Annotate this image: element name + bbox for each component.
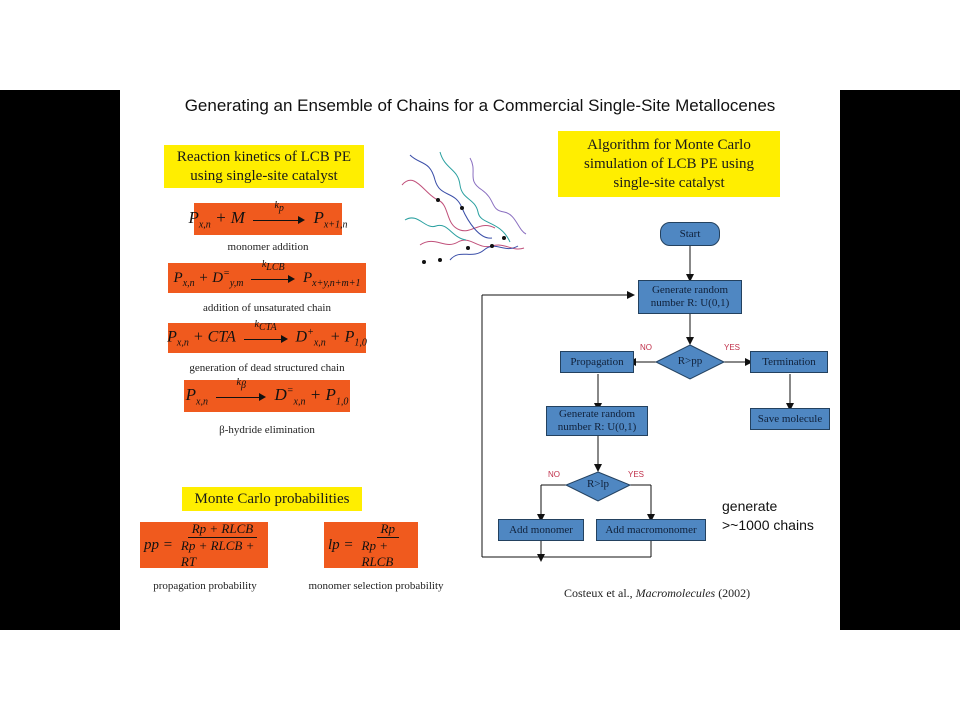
reaction-arrow: kCTA <box>243 319 288 345</box>
label-yes-2: YES <box>628 470 645 479</box>
flowchart-connectors <box>481 246 794 562</box>
flow-decision-pp-label: R>pp <box>677 355 703 367</box>
equation-monomer-addition: Px,n + M kp Px+1,n <box>188 200 348 235</box>
chain-count-note: generate >~1000 chains <box>722 498 814 533</box>
flow-save-molecule: Save molecule <box>750 408 830 430</box>
flow-generate-random-1: Generate random number R: U(0,1) <box>638 280 742 314</box>
kinetics-header: Reaction kinetics of LCB PE using single… <box>164 145 364 188</box>
caption-monomer-addition: monomer addition <box>227 241 309 253</box>
equation-dead-chain: Px,n + CTA kCTA D+x,n + P1,0 <box>167 319 367 353</box>
reaction-arrow: kp <box>253 200 306 226</box>
flow-add-monomer: Add monomer <box>498 519 584 541</box>
flow-generate-random-2: Generate random number R: U(0,1) <box>546 406 648 436</box>
polymer-chains-illustration <box>401 151 527 264</box>
slide: Generating an Ensemble of Chains for a C… <box>120 90 840 630</box>
algorithm-header: Algorithm for Monte Carlo simulation of … <box>558 131 780 197</box>
flow-start: Start <box>660 222 720 246</box>
equation-beta-hydride: Px,n kβ D=x,n + P1,0 <box>184 377 350 412</box>
equation-unsaturated-chain: Px,n + D=y,m kLCB Px+y,n+m+1 <box>168 259 366 293</box>
caption-beta-hydride: β-hydride elimination <box>219 424 315 436</box>
flow-add-macromonomer: Add macromonomer <box>596 519 706 541</box>
reaction-arrow: kLCB <box>251 259 296 285</box>
caption-unsaturated-chain: addition of unsaturated chain <box>203 302 331 314</box>
citation: Costeux et al., Macromolecules (2002) <box>564 586 751 600</box>
flow-propagation: Propagation <box>560 351 634 373</box>
caption-dead-chain: generation of dead structured chain <box>189 362 345 374</box>
flow-decision-lp-label: R>lp <box>586 478 610 490</box>
equation-pp: pp = Rp + RLCB Rp + RLCB + RT <box>140 521 268 569</box>
decision-diamond-lp <box>564 471 632 502</box>
label-no-2: NO <box>548 470 560 479</box>
caption-lp: monomer selection probability <box>308 580 444 592</box>
label-no-1: NO <box>640 343 652 352</box>
decision-diamond-pp <box>654 344 726 380</box>
equation-lp: lp = Rp Rp + RLCB <box>324 521 418 569</box>
reaction-arrow: kβ <box>216 377 267 403</box>
caption-pp: propagation probability <box>153 580 257 592</box>
slide-title: Generating an Ensemble of Chains for a C… <box>184 96 776 115</box>
probabilities-header: Monte Carlo probabilities <box>182 487 362 511</box>
label-yes-1: YES <box>724 343 741 352</box>
flow-termination: Termination <box>750 351 828 373</box>
